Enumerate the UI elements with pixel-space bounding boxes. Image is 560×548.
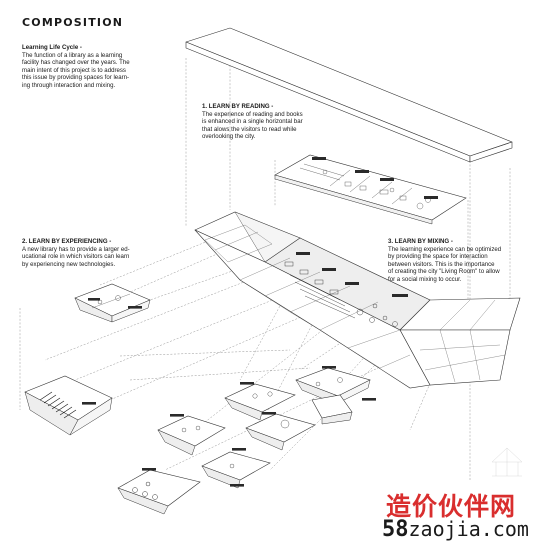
intro-body: The function of a library as a learning … bbox=[22, 51, 130, 89]
watermark-url: 58zaojia.com bbox=[382, 517, 529, 542]
mixing-heading: 3. LEARN BY MIXING - bbox=[388, 238, 453, 245]
reading-heading: 1. LEARN BY READING - bbox=[202, 103, 274, 110]
watermark-logo bbox=[491, 447, 523, 477]
mixing-tags bbox=[296, 252, 408, 297]
pod-small-f bbox=[117, 468, 201, 515]
pod-small-e bbox=[201, 448, 271, 489]
watermark-chinese: 造价伙伴网 bbox=[386, 492, 517, 521]
reading-floor-plate bbox=[274, 154, 467, 225]
watermark-url-rest: zaojia.com bbox=[408, 517, 529, 541]
pod-small-a bbox=[224, 382, 296, 421]
pod-small-g bbox=[311, 394, 353, 425]
pod-experience-upper bbox=[74, 283, 151, 323]
intro-heading: Learning Life Cycle - bbox=[22, 44, 82, 51]
learn-by-reading-note: 1. LEARN BY READING - The experience of … bbox=[202, 103, 352, 141]
roof-slab bbox=[185, 27, 513, 163]
reading-tags bbox=[312, 157, 438, 199]
pod-experience-lower bbox=[24, 375, 113, 436]
page-title: COMPOSITION bbox=[22, 16, 124, 29]
watermark-url-number: 58 bbox=[382, 517, 409, 542]
reading-body: The experience of reading and books is e… bbox=[202, 110, 303, 141]
learn-by-experiencing-note: 2. LEARN BY EXPERIENCING - A new library… bbox=[22, 238, 192, 268]
pod-small-d bbox=[245, 412, 316, 451]
experiencing-heading: 2. LEARN BY EXPERIENCING - bbox=[22, 238, 112, 245]
main-building-volume bbox=[194, 211, 521, 389]
pod-small-c bbox=[157, 414, 226, 456]
experiencing-body: A new library has to provide a larger ed… bbox=[22, 245, 130, 268]
intro-note: Learning Life Cycle - The function of a … bbox=[22, 44, 172, 90]
